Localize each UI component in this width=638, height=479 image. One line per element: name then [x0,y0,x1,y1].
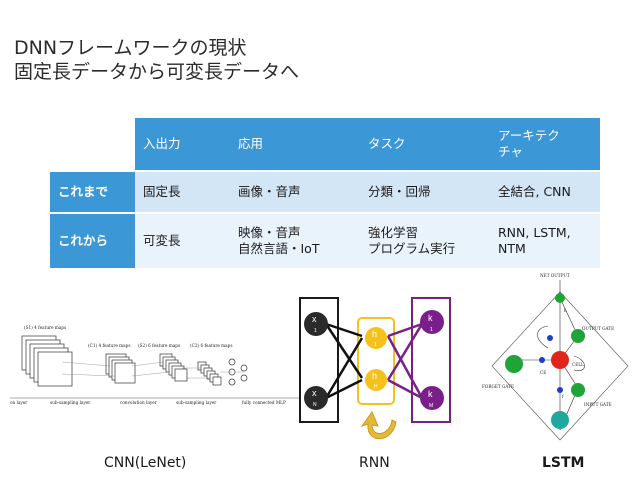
lstm-input-gate-label: INPUT GATE [584,402,612,407]
cnn-bottom-labels: on layer sub-sampling layer convolution … [10,400,286,405]
cnn-mlp [228,358,248,386]
rnn-h2-label: h [372,371,377,381]
cnn-c1-maps [105,353,136,384]
rnn-node-xn [304,386,328,410]
lstm-caption: LSTM [542,455,585,471]
cnn-s2-maps [159,353,188,382]
rnn-k1-sub: 1 [430,327,433,333]
cnn-input-maps [21,335,73,387]
lstm-h-label: h [564,308,567,313]
lstm-h-node [555,293,565,303]
table-row: これから 可変長 映像・音声 自然言語・IoT 強化学習 プログラム実行 RNN… [50,213,600,268]
slide-title-line2: 固定長データから可変長データへ [14,61,300,83]
table-header-blank [50,118,135,172]
lstm-peephole-node [557,387,563,393]
cnn-layer-label: convolution layer [120,400,157,405]
cnn-connection-lines [61,361,244,379]
rnn-caption: RNN [359,455,390,471]
lstm-output-gate-label: OUTPUT GATE [582,326,614,331]
lstm-net-output-label: NET OUTPUT [540,273,570,278]
rnn-hidden-to-output-arrows [386,322,424,400]
table-cell: 画像・音声 [230,171,360,214]
rnn-node-h2 [365,369,387,391]
lstm-output-gate-node [571,329,585,343]
cnn-label-c1: (C1) 4 feature maps [88,343,130,348]
rnn-km-sub: M [429,403,433,409]
lstm-connections [514,280,585,431]
rnn-xn-sub: N [313,402,317,408]
table-row-header: これまで [50,171,135,214]
lstm-cell-node [551,351,569,369]
rnn-node-km [420,386,444,410]
lstm-cell-label: CELL [572,362,584,367]
lstm-ce-label: CE [540,370,546,375]
rnn-x1-label: x [312,314,317,324]
rnn-input-nodes: x 1 x N [304,312,328,410]
table-cell: 固定長 [135,171,230,214]
slide-title-line1: DNNフレームワークの現状 [14,37,247,59]
rnn-k1-label: k [428,313,433,323]
slide-title: DNNフレームワークの現状 固定長データから可変長データへ [14,36,299,84]
rnn-output-nodes: k 1 k M [420,310,444,410]
cnn-c2-maps [197,361,222,386]
lstm-input-gate-node [571,383,585,397]
table-header-cell: アーキテク チャ [490,118,600,172]
lstm-forget-gate-label: FORGET GATE [482,384,514,389]
cnn-label-s2: (S2) 6 feature maps [138,343,180,348]
rnn-h1-sub: 1 [374,342,377,348]
rnn-xn-label: x [312,388,317,398]
table-row-header: これから [50,213,135,268]
rnn-diagram: x 1 x N h 1 h H k 1 k M [299,297,451,440]
lstm-peephole-node [539,357,545,363]
rnn-km-label: k [428,389,433,399]
table-cell: 可変長 [135,213,230,268]
table-cell: 強化学習 プログラム実行 [360,213,490,268]
cnn-layer-label: sub-sampling layer [176,400,216,405]
rnn-h1-label: h [372,329,377,339]
lstm-forget-gate-node [505,355,523,373]
lstm-f-label: f [562,394,564,399]
cnn-label-s1: (S1) 4 feature maps [24,325,66,330]
table-cell: RNN, LSTM, NTM [490,213,600,268]
rnn-node-k1 [420,310,444,334]
table-cell: 分類・回帰 [360,171,490,214]
table-cell: 全結合, CNN [490,171,600,214]
table-row: これまで 固定長 画像・音声 分類・回帰 全結合, CNN [50,171,600,214]
rnn-hidden-nodes: h 1 h H [365,327,387,391]
cnn-caption: CNN(LeNet) [104,455,187,471]
table-header-cell: 入出力 [135,118,230,172]
cnn-diagram: (S1) 4 feature maps (C1) 4 feature maps … [10,325,310,405]
table-header-cell: タスク [360,118,490,172]
table-cell: 映像・音声 自然言語・IoT [230,213,360,268]
lstm-diamond-frame [491,291,629,441]
comparison-table: 入出力 応用 タスク アーキテク チャ これまで 固定長 画像・音声 分類・回帰… [50,118,600,268]
cnn-layer-label: sub-sampling layer [50,400,90,405]
table-header-row: 入出力 応用 タスク アーキテク チャ [50,118,600,172]
rnn-h2-sub: H [374,384,378,390]
cnn-layer-label: on layer [10,400,27,405]
rnn-x1-sub: 1 [314,328,317,334]
rnn-recurrent-arrow [360,410,397,440]
lstm-diagram: NET OUTPUT OUTPUT GATE CELL FORGET GATE … [482,273,629,441]
cnn-layer-label: fully connected MLP [242,400,286,405]
lstm-peephole-node [547,335,553,341]
cnn-label-c2: (C2) 6 feature maps [190,343,232,348]
rnn-node-x1 [304,312,328,336]
table-header-cell: 応用 [230,118,360,172]
rnn-node-h1 [365,327,387,349]
lstm-input-node [551,411,569,429]
rnn-input-to-hidden-arrows [324,322,364,400]
